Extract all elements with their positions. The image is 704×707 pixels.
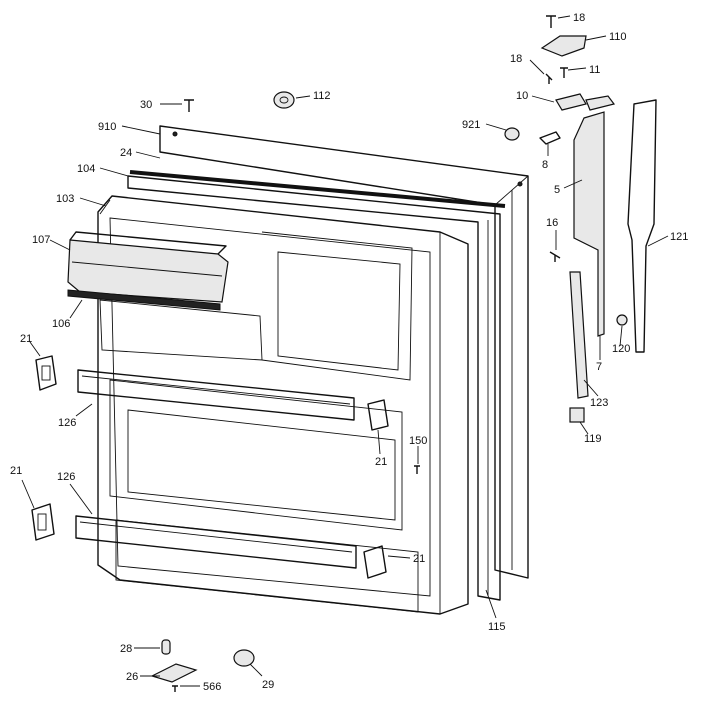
label-28: 28 [120,643,132,655]
screw-120 [616,314,628,326]
door-liner [97,195,469,615]
door-outer-panel [159,125,529,579]
label-107: 107 [32,234,50,246]
label-921: 921 [462,119,480,131]
label-150: 150 [409,435,427,447]
label-16: 16 [546,217,558,229]
label-104: 104 [77,163,95,175]
dairy-hinge [67,289,221,311]
hinge-cover-110 [540,35,587,57]
end-cap-left-lower [31,503,55,541]
label-910: 910 [98,121,116,133]
screw-16 [549,251,561,262]
label-5: 5 [554,184,560,196]
label-21: 21 [10,465,22,477]
label-110: 110 [609,31,627,43]
hinge-10 [555,93,616,111]
label-21: 21 [20,333,32,345]
pin-28 [161,639,171,655]
end-cap-right-lower [363,545,387,579]
label-18: 18 [573,12,585,24]
label-18: 18 [510,53,522,65]
label-30: 30 [140,99,152,111]
label-106: 106 [52,318,70,330]
label-103: 103 [56,193,74,205]
label-21: 21 [413,553,425,565]
label-123: 123 [590,397,608,409]
part-labels: 18 110 18 11 10 30 112 910 921 24 8 104 … [10,12,688,693]
handle-5 [573,111,605,337]
door-gasket [127,170,506,601]
label-566: 566 [203,681,221,693]
dairy-door [67,231,229,303]
label-119: 119 [584,433,602,445]
screw-18-top [546,15,556,28]
label-24: 24 [120,147,132,159]
label-29: 29 [262,679,274,691]
label-115: 115 [488,621,506,633]
cap-29 [233,649,255,667]
rod-123 [569,271,589,399]
label-112: 112 [313,90,331,102]
label-7: 7 [596,361,602,373]
screw-18-mid [545,73,553,84]
handle-strip-121 [627,99,657,353]
label-11: 11 [589,64,600,76]
plug-112 [273,91,295,109]
shelf-bar-lower [75,515,357,569]
shelf-bar-upper [77,369,355,421]
screw-150 [414,465,420,474]
screw-11 [560,67,568,78]
leader-lines [21,15,669,687]
label-120: 120 [612,343,630,355]
shim-8 [539,131,561,145]
end-cap-right-upper [367,399,389,431]
plug-921 [504,127,520,141]
label-26: 26 [126,671,138,683]
label-121: 121 [670,231,688,243]
label-126: 126 [58,417,76,429]
label-21: 21 [375,456,387,468]
label-10: 10 [516,90,528,102]
screw-30 [184,99,194,112]
label-126: 126 [57,471,75,483]
stop-119 [569,407,585,423]
plate-26 [150,663,198,683]
label-8: 8 [542,159,548,171]
end-cap-left-upper [35,355,57,391]
screw-566 [172,685,178,692]
